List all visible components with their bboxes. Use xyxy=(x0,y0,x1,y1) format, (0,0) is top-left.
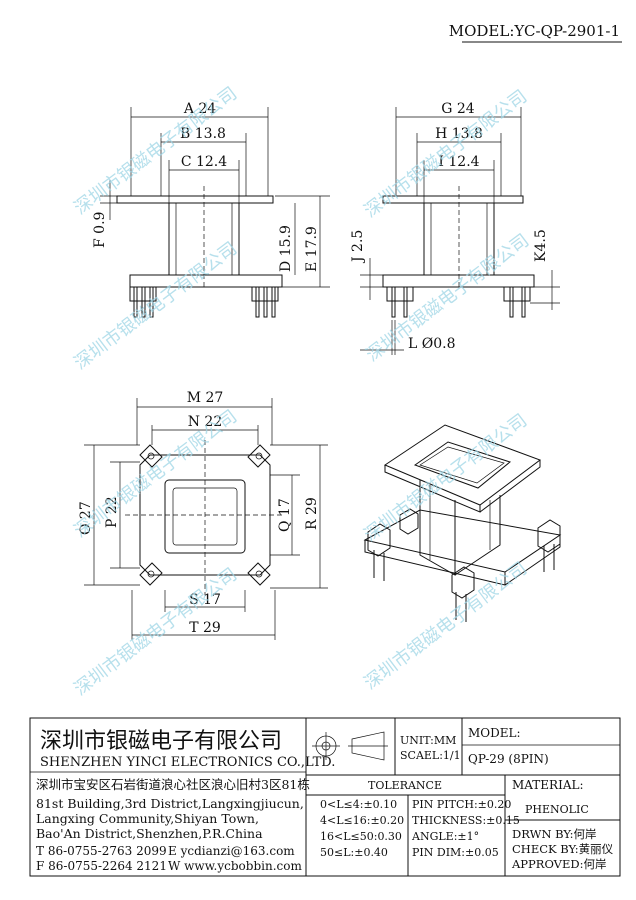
top-corner-tabs xyxy=(139,444,271,586)
model-value: QP-29 (8PIN) xyxy=(468,752,549,766)
dim-C: C 12.4 xyxy=(181,154,227,170)
dim-L: L Ø0.8 xyxy=(408,336,456,352)
website: W www.ycbobbin.com xyxy=(168,859,302,873)
dim-S: S 17 xyxy=(189,592,221,608)
company-name-cn: 深圳市银磁电子有限公司 xyxy=(40,729,282,754)
tolerance-row-2: 4<L≤16:±0.20 xyxy=(320,814,404,827)
unit: UNIT:MM xyxy=(400,734,456,747)
model-header: MODEL:YC-QP-2901-1 xyxy=(449,22,620,40)
address-en-3: Bao'An District,Shenzhen,P.R.China xyxy=(36,826,263,841)
address-en-1: 81st Building,3rd District,Langxingjiucu… xyxy=(36,796,304,811)
watermark-8: 深圳市银磁电子有限公司 xyxy=(360,558,531,694)
fax: F 86-0755-2264 2121 xyxy=(36,859,167,873)
top-outline xyxy=(139,454,271,576)
dim-F: F 0.9 xyxy=(92,212,108,248)
dim-M: M 27 xyxy=(187,390,224,406)
pin-dim: PIN DIM:±0.05 xyxy=(412,846,499,859)
watermark-5: 深圳市银磁电子有限公司 xyxy=(70,406,241,542)
dim-A: A 24 xyxy=(183,101,216,117)
isometric-view xyxy=(363,424,562,622)
side-base xyxy=(382,274,535,288)
material-label: MATERIAL: xyxy=(512,778,584,792)
dim-B: B 13.8 xyxy=(180,126,226,142)
dim-D: D 15.9 xyxy=(278,225,294,272)
watermark-1: 深圳市银磁电子有限公司 xyxy=(70,83,241,219)
tolerance-row-4: 50≤L:±0.40 xyxy=(320,846,388,859)
dim-I: I 12.4 xyxy=(438,154,479,170)
dim-O: O 27 xyxy=(78,501,94,535)
dim-G: G 24 xyxy=(441,101,475,117)
company-name-en: SHENZHEN YINCI ELECTRONICS CO.,LTD. xyxy=(40,755,335,770)
dim-J: J 2.5 xyxy=(350,230,366,264)
dim-P: P 22 xyxy=(104,496,120,528)
dim-Q: Q 17 xyxy=(277,498,293,532)
address-en-2: Langxing Community,Shiyan Town, xyxy=(36,811,259,826)
tolerance-row-1: 0<L≤4:±0.10 xyxy=(320,798,397,811)
drawn-by: DRWN BY:何岸 xyxy=(512,827,596,841)
projection-symbol xyxy=(312,731,388,761)
address-cn: 深圳市宝安区石岩街道浪心社区浪心旧村3区81栋 xyxy=(36,777,310,792)
dim-R: R 29 xyxy=(304,497,320,530)
material-value: PHENOLIC xyxy=(525,803,589,816)
checked-by: CHECK BY:黄丽仪 xyxy=(512,842,614,856)
model-label: MODEL: xyxy=(468,726,521,740)
tolerance-row-3: 16<L≤50:0.30 xyxy=(320,830,402,843)
dim-T: T 29 xyxy=(189,620,221,636)
iso-pins xyxy=(373,544,555,622)
angle: ANGLE:±1° xyxy=(411,830,479,843)
side-pins xyxy=(391,286,526,318)
title-block-frame xyxy=(29,717,621,877)
tolerance-title: TOLERANCE xyxy=(368,779,442,792)
front-top-flange xyxy=(116,195,274,204)
watermarks: 深圳市银磁电子有限公司 深圳市银磁电子有限公司 深圳市银磁电子有限公司 深圳市银… xyxy=(70,83,533,700)
side-view: G 24 H 13.8 I 12.4 J 2.5 K4.5 L Ø0.8 xyxy=(350,101,560,355)
thickness: THICKNESS:±0.15 xyxy=(412,814,520,827)
title-block: 深圳市银磁电子有限公司 SHENZHEN YINCI ELECTRONICS C… xyxy=(29,717,621,877)
front-pins xyxy=(133,286,276,318)
watermark-3: 深圳市银磁电子有限公司 xyxy=(70,238,241,374)
email: E ycdianzi@163.com xyxy=(168,844,295,858)
dim-K: K4.5 xyxy=(533,229,549,262)
dim-E: E 17.9 xyxy=(304,226,320,272)
scale: SCAEL:1/1 xyxy=(400,749,461,762)
tel: T 86-0755-2763 2099 xyxy=(36,844,167,858)
approved-by: APPROVED:何岸 xyxy=(511,857,606,871)
pin-pitch: PIN PITCH:±0.20 xyxy=(412,798,511,811)
top-view: M 27 N 22 O 27 P 22 Q 17 R 29 S 17 T 29 xyxy=(78,390,328,640)
dim-H: H 13.8 xyxy=(435,126,483,142)
front-view: A 24 B 13.8 C 12.4 F 0.9 D 15.9 E 17.9 xyxy=(92,101,330,318)
dim-N: N 22 xyxy=(188,414,223,430)
